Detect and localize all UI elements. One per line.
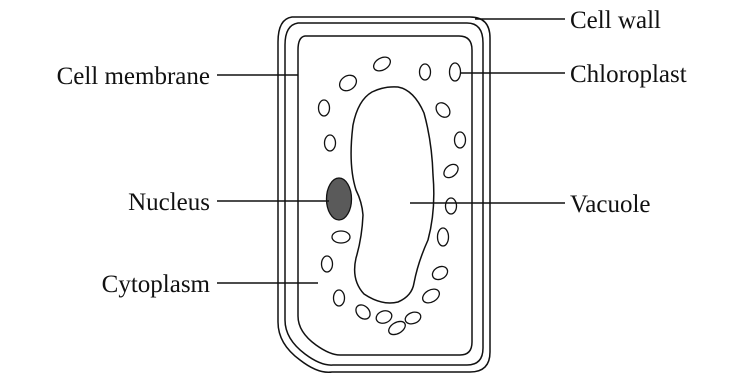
chloroplast <box>430 264 450 282</box>
chloroplast <box>319 100 330 116</box>
chloroplast <box>446 198 457 214</box>
leader-lines <box>217 19 565 283</box>
label-cytoplasm: Cytoplasm <box>102 271 211 298</box>
label-cell-membrane: Cell membrane <box>57 63 210 90</box>
chloroplast <box>322 256 333 272</box>
chloroplast <box>441 162 460 181</box>
chloroplast <box>420 64 431 80</box>
chloroplast <box>438 228 449 246</box>
chloroplast <box>433 100 452 120</box>
chloroplast <box>450 63 461 81</box>
nucleus <box>327 178 352 220</box>
labels: Cell wall Cell membrane Chloroplast Nucl… <box>57 7 687 298</box>
cell-membrane <box>298 36 472 355</box>
chloroplast <box>371 54 393 73</box>
label-chloroplast: Chloroplast <box>570 61 687 88</box>
chloroplast <box>337 72 360 94</box>
label-vacuole: Vacuole <box>570 191 651 218</box>
chloroplast <box>332 231 350 243</box>
chloroplast <box>334 290 345 306</box>
label-cell-wall: Cell wall <box>570 7 661 34</box>
chloroplast <box>374 309 393 326</box>
chloroplast <box>455 132 466 148</box>
vacuole <box>351 87 434 303</box>
chloroplast <box>404 310 423 326</box>
chloroplast <box>386 319 407 338</box>
chloroplast <box>325 135 336 151</box>
chloroplast <box>353 302 373 322</box>
chloroplast <box>420 286 442 305</box>
label-nucleus: Nucleus <box>128 189 210 216</box>
